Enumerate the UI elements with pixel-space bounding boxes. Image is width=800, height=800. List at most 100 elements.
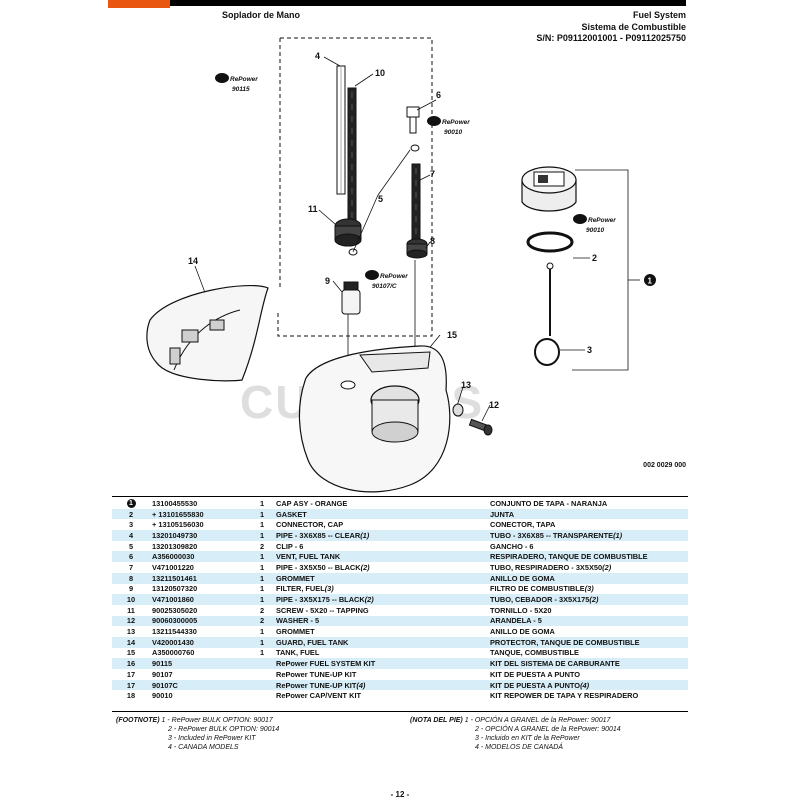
qty-cell	[250, 679, 274, 691]
ref-cell: 16	[112, 658, 150, 669]
ref-cell: 11	[127, 605, 135, 615]
description-en-cell: CAP ASY - ORANGE	[276, 498, 348, 508]
footnote-ref: (3)	[584, 584, 594, 594]
part-number-cell: 90025305020	[152, 605, 198, 615]
description-en-cell: GROMMET	[276, 627, 315, 637]
description-en-cell: RePower TUNE-UP KIT	[276, 669, 357, 679]
description-en-cell: SCREW - 5X20 -- TAPPING	[276, 605, 369, 615]
qty-cell: 1	[259, 498, 265, 508]
repower-badge-90010-cap: RePower 90010	[573, 214, 616, 234]
description-es-cell: KIT REPOWER DE TAPA Y RESPIRADERO	[490, 691, 639, 701]
callout-8: 8	[430, 236, 435, 246]
ref-cell: 6	[112, 551, 150, 563]
description-en-cell: GASKET	[274, 508, 488, 520]
title-en: Fuel System	[632, 10, 686, 20]
grommet-part	[406, 238, 428, 259]
diagram-ref-code: 002 0029 000	[643, 462, 686, 469]
ref-cell: 18	[126, 691, 136, 701]
qty-cell: 1	[250, 508, 274, 520]
part-number-cell: 13211501461	[150, 572, 250, 584]
repower-kit-number: 90107/C	[372, 283, 397, 290]
part-number-cell: 13201049730	[150, 530, 250, 541]
qty-cell: 1	[250, 530, 274, 541]
callout-11: 11	[308, 204, 318, 214]
description-es-cell: ANILLO DE GOMA	[490, 627, 555, 637]
header-bar	[110, 0, 686, 6]
callout-2: 2	[592, 253, 597, 263]
qty-cell: 1	[259, 520, 265, 530]
description-es-cell: KIT DE PUESTA A PUNTO	[490, 669, 581, 679]
ref-cell: 15	[126, 648, 136, 658]
ref-cell: 7	[128, 562, 134, 572]
part-number-cell: 90107C	[150, 679, 250, 691]
qty-cell: 2	[250, 615, 274, 627]
qty-cell	[250, 658, 274, 669]
qty-cell: 1	[250, 551, 274, 563]
footnote-ref: (1)	[613, 530, 623, 540]
washer-part	[452, 403, 464, 417]
part-number-cell: V420001430	[150, 636, 250, 648]
description-en-cell: WASHER - 5	[274, 615, 488, 627]
description-es-cell: TUBO, CEBADOR - 3X5X175(2)	[488, 594, 688, 605]
repower-kit-number: 90115	[232, 86, 250, 93]
description-en-cell: PIPE - 3X5X50 -- BLACK(2)	[276, 562, 370, 572]
part-number-cell: 13100455530	[152, 498, 198, 508]
callout-4: 4	[315, 51, 320, 61]
description-en-cell: TANK, FUEL	[276, 648, 320, 658]
repower-kit-number: 90010	[586, 227, 604, 234]
footnote-es: (NOTA DEL PIE) 1 - OPCIÓN A GRANEL de la…	[410, 717, 621, 751]
description-es-cell: PROTECTOR, TANQUE DE COMBUSTIBLE	[488, 636, 688, 648]
description-es-cell: TUBO, RESPIRADERO - 3X5X50(2)	[490, 562, 612, 572]
footnote-en-label: (FOOTNOTE)	[116, 717, 160, 724]
kit-boundary	[277, 37, 433, 337]
description-es-cell: FILTRO DE COMBUSTIBLE(3)	[490, 584, 594, 594]
svg-text:RePower: RePower	[230, 76, 258, 83]
description-es-cell: GANCHO - 6	[490, 541, 534, 551]
ref-cell: 3	[128, 520, 134, 530]
description-es-cell: ANILLO DE GOMA	[488, 572, 688, 584]
qty-cell: 1	[259, 648, 265, 658]
part-number-cell: 90010	[152, 691, 173, 701]
table-bottom-rule	[112, 711, 688, 712]
page-title-right: Fuel System Sistema de Combustible S/N: …	[536, 10, 686, 45]
description-es-cell: RESPIRADERO, TANQUE DE COMBUSTIBLE	[488, 551, 688, 563]
ref-cell: 5	[128, 541, 134, 551]
clear-pipe-part	[336, 65, 346, 195]
description-en-cell: FILTER, FUEL(3)	[276, 584, 334, 594]
qty-cell: 1	[250, 594, 274, 605]
callout-12: 12	[489, 400, 499, 410]
description-en-cell: VENT, FUEL TANK	[274, 551, 488, 563]
ref-cell: 14	[112, 636, 150, 648]
vent-part	[406, 106, 420, 134]
part-number-cell: A350000760	[152, 648, 195, 658]
repower-badge-90010-vent: RePower 90010	[427, 116, 470, 136]
screw-part	[468, 418, 493, 436]
table-top-rule	[112, 496, 688, 497]
ref-cell: 17	[126, 669, 136, 679]
callout-3: 3	[587, 345, 592, 355]
part-number-cell: + 13105156030	[152, 520, 204, 530]
cap-connector-part	[534, 262, 560, 366]
description-en-cell: RePower FUEL SYSTEM KIT	[274, 658, 488, 669]
repower-kit-number: 90010	[444, 129, 462, 136]
page-title-left: Soplador de Mano	[222, 10, 301, 20]
callout-1: 1	[648, 277, 653, 286]
exploded-parts-diagram: CUTTER'S	[146, 37, 656, 493]
footnote-ref: (4)	[356, 680, 366, 690]
callout-9: 9	[325, 276, 330, 286]
description-es-cell: JUNTA	[488, 508, 688, 520]
callout-15: 15	[447, 330, 457, 340]
callout-1-circle	[644, 274, 656, 286]
tank-guard-part	[146, 285, 269, 382]
description-en-cell: GUARD, FUEL TANK	[274, 636, 488, 648]
ref-cell: 10	[112, 594, 150, 605]
